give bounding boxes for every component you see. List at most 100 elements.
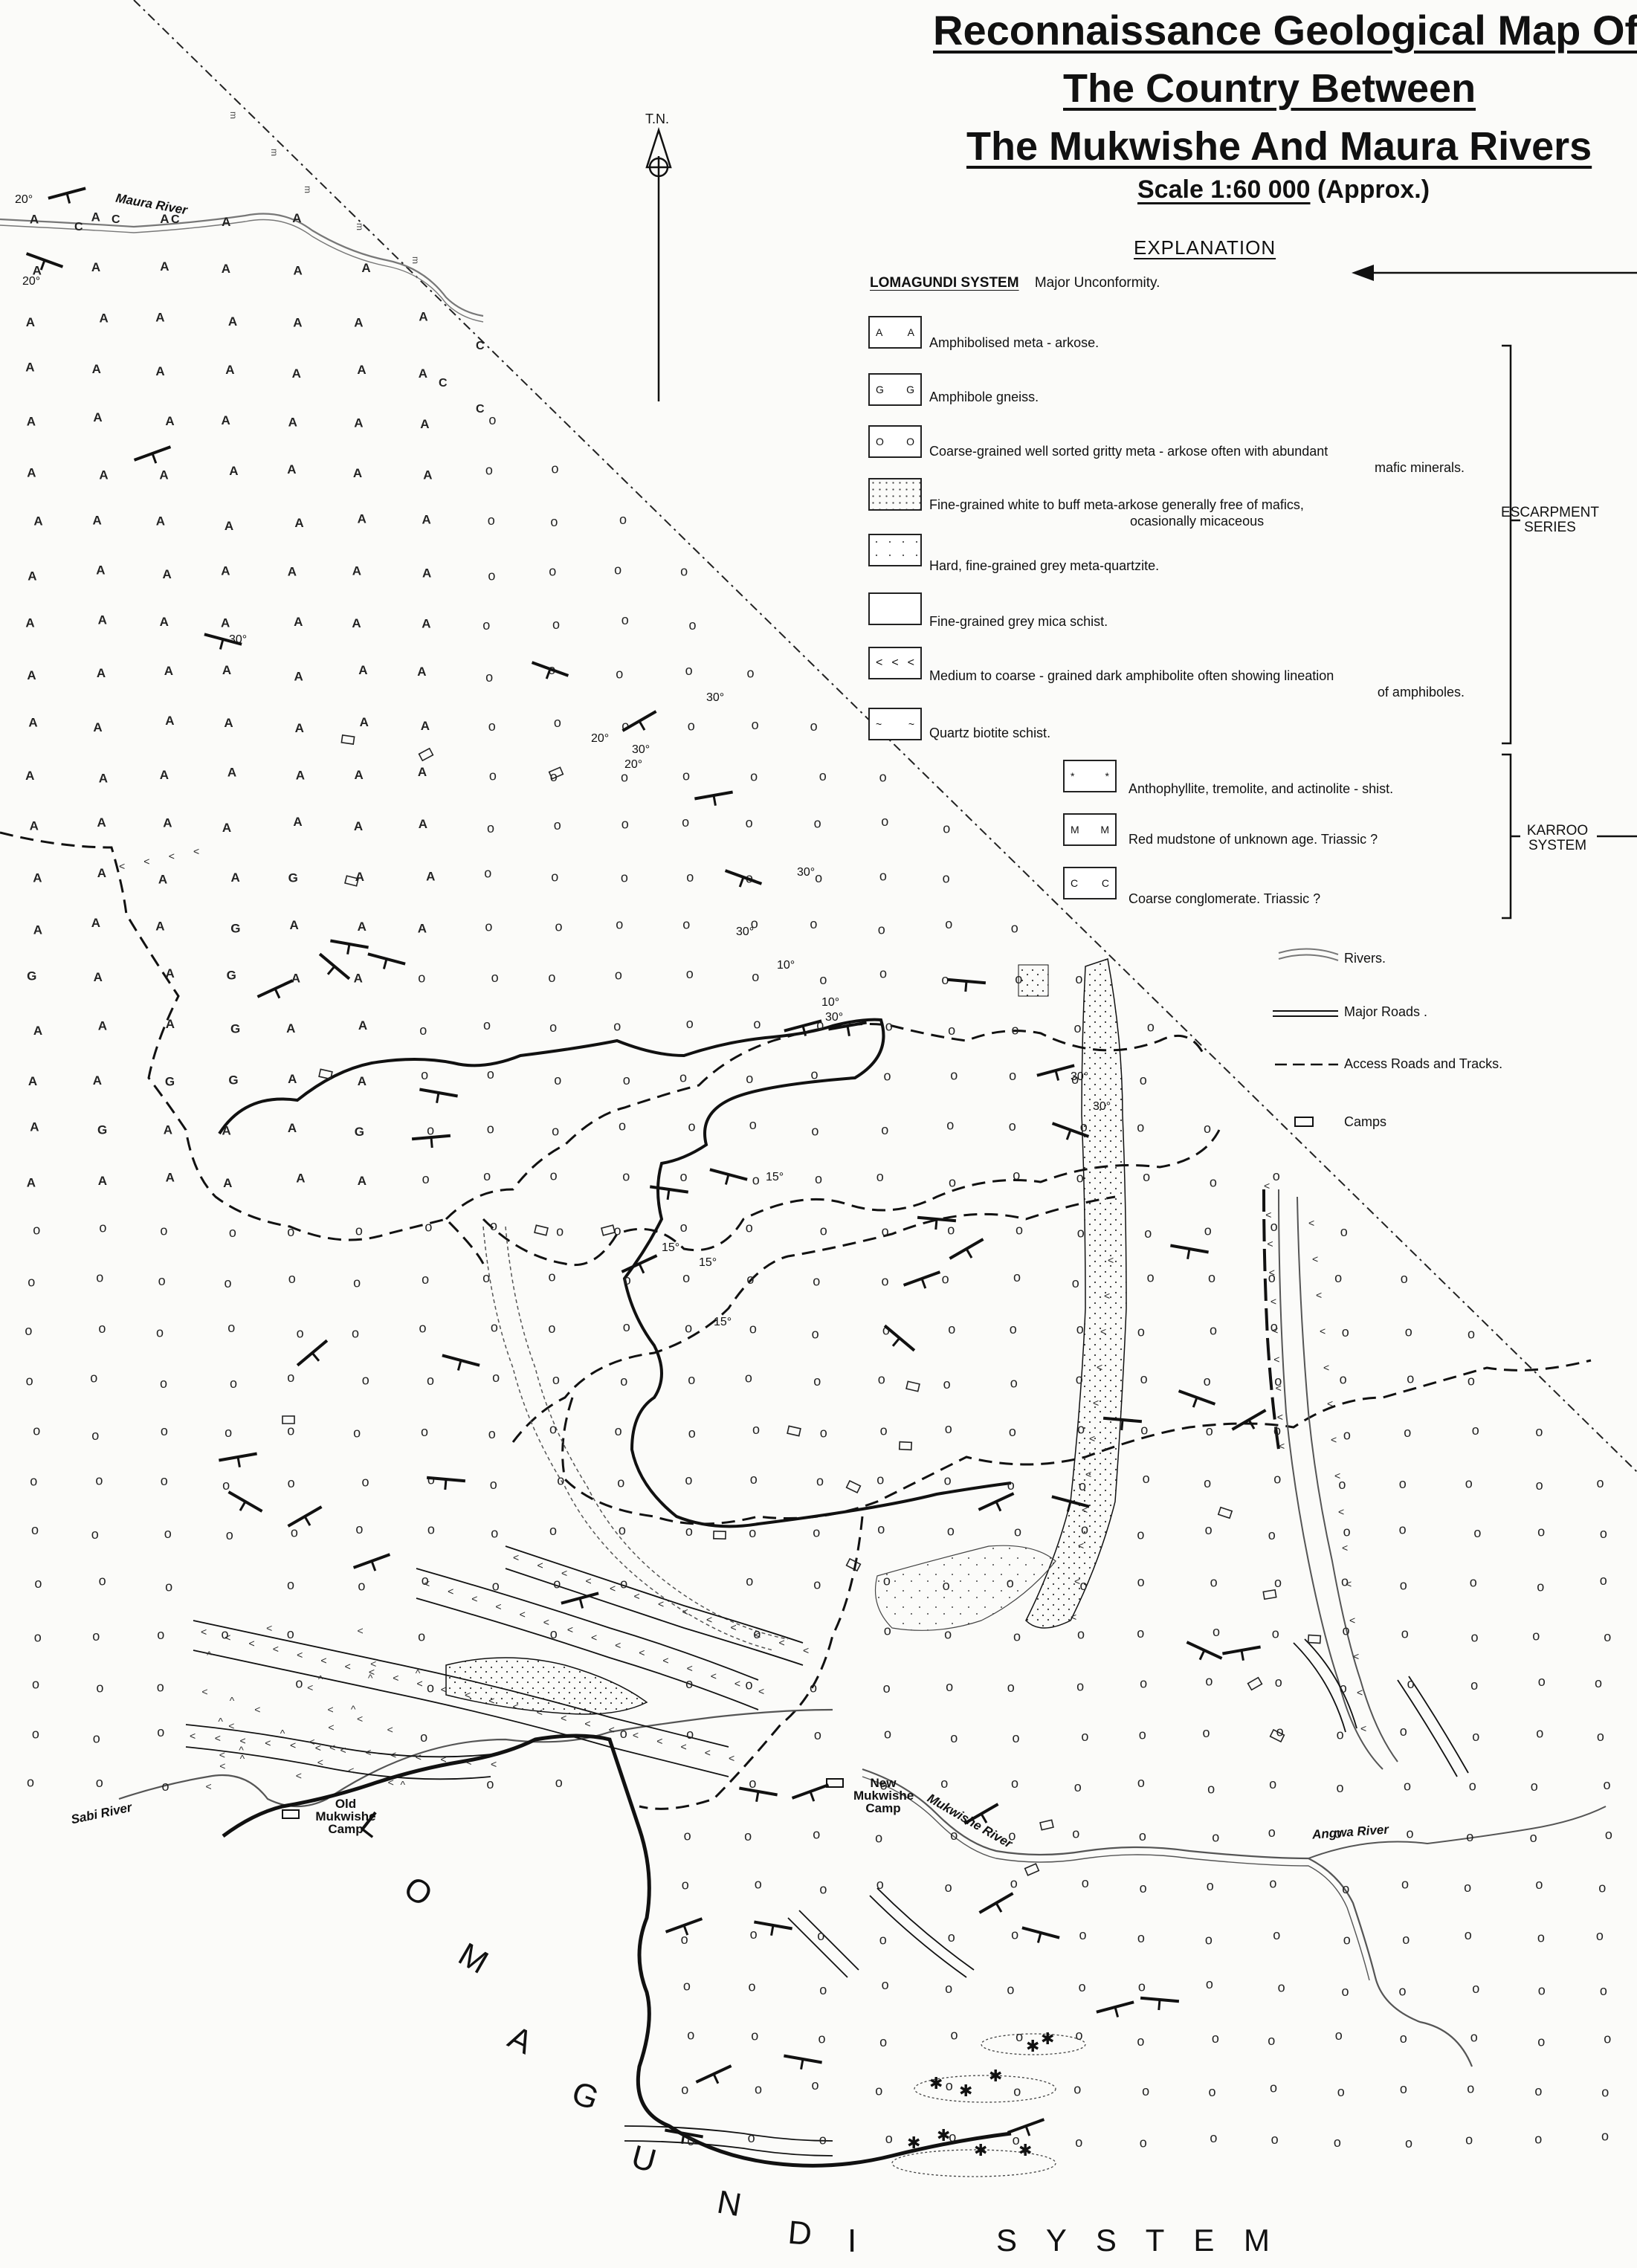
gritty-meta-arkose-symbol: o bbox=[427, 1473, 435, 1487]
gritty-meta-arkose-symbol: o bbox=[92, 1629, 100, 1644]
meta-arkose-symbol: A bbox=[33, 923, 42, 937]
gritty-meta-arkose-symbol: o bbox=[1081, 1729, 1088, 1744]
mudstone-symbol: m bbox=[269, 149, 280, 156]
amphibole-gneiss-symbol: G bbox=[165, 1075, 175, 1089]
strike-dip-symbol bbox=[665, 2128, 703, 2145]
amphibolite-symbol: < bbox=[731, 1621, 737, 1633]
gritty-meta-arkose-symbol: o bbox=[489, 769, 497, 784]
legend-lomagundi-header: LOMAGUNDI SYSTEM Major Unconformity. bbox=[870, 275, 1160, 291]
meta-arkose-symbol: A bbox=[166, 966, 175, 980]
amphibolite-symbol: < bbox=[370, 1658, 376, 1670]
gritty-meta-arkose-symbol: o bbox=[882, 1977, 889, 1992]
meta-arkose-symbol: A bbox=[221, 616, 230, 630]
gritty-meta-arkose-symbol: o bbox=[1137, 1775, 1145, 1790]
gritty-meta-arkose-symbol: o bbox=[549, 1422, 557, 1437]
anthophyllite-symbol: ✱ bbox=[1018, 2142, 1032, 2160]
gritty-meta-arkose-symbol: o bbox=[549, 1269, 556, 1284]
legend-swatch-meta-quartzite bbox=[868, 534, 922, 566]
amphibolite-symbol: < bbox=[201, 1686, 207, 1698]
conglomerate-symbol: C bbox=[476, 403, 485, 416]
amphibolite-symbol: < bbox=[329, 1741, 335, 1753]
gritty-meta-arkose-symbol: o bbox=[1009, 1119, 1016, 1134]
amphibolite-symbol: < bbox=[687, 1662, 693, 1674]
meta-arkose-symbol: A bbox=[354, 971, 363, 985]
anthophyllite-lens-2 bbox=[891, 2149, 1056, 2177]
gritty-meta-arkose-symbol: o bbox=[491, 1320, 498, 1335]
gritty-meta-arkose-symbol: o bbox=[1213, 1624, 1220, 1639]
gritty-meta-arkose-symbol: o bbox=[421, 1424, 428, 1439]
gritty-meta-arkose-symbol: o bbox=[686, 1727, 694, 1742]
amphibolite-symbol: < bbox=[201, 1626, 207, 1638]
strike-dip-symbol bbox=[903, 1270, 941, 1289]
gritty-meta-arkose-symbol: o bbox=[681, 1932, 688, 1947]
gritty-meta-arkose-symbol: o bbox=[1600, 1526, 1607, 1541]
meta-arkose-symbol: A bbox=[358, 1018, 367, 1033]
legend-major-road-symbol bbox=[1273, 1010, 1338, 1017]
strike-dip-symbol bbox=[709, 1168, 748, 1185]
amphibolite-symbol: < bbox=[358, 1624, 364, 1636]
amphibolite-symbol: < bbox=[584, 1718, 590, 1730]
meta-arkose-symbol: A bbox=[158, 872, 167, 886]
meta-arkose-symbol: A bbox=[292, 211, 301, 225]
legend-swatch-mica-schist bbox=[868, 592, 922, 625]
amphibolite-symbol: < bbox=[307, 1681, 313, 1693]
gritty-meta-arkose-symbol: o bbox=[1465, 1476, 1473, 1490]
meta-arkose-lens-sw bbox=[445, 1657, 648, 1715]
gritty-meta-arkose-symbol: o bbox=[1138, 1979, 1146, 1994]
gritty-meta-arkose-symbol: o bbox=[685, 663, 693, 678]
amphibolite-symbol: < bbox=[328, 1722, 334, 1734]
gritty-meta-arkose-symbol: o bbox=[555, 919, 563, 934]
anthophyllite-symbol: ✱ bbox=[959, 2082, 972, 2101]
meta-arkose-symbol: A bbox=[288, 416, 297, 430]
gritty-meta-arkose-symbol: o bbox=[28, 1275, 35, 1290]
lomagundi-unconformity bbox=[218, 1018, 1012, 1528]
gritty-meta-arkose-symbol: o bbox=[947, 1523, 955, 1538]
gritty-meta-arkose-symbol: o bbox=[551, 869, 558, 884]
gritty-meta-arkose-symbol: o bbox=[484, 865, 491, 880]
gritty-meta-arkose-symbol: o bbox=[488, 719, 496, 734]
meta-arkose-symbol: A bbox=[156, 514, 165, 529]
gritty-meta-arkose-symbol: o bbox=[90, 1370, 97, 1385]
gritty-meta-arkose-symbol: o bbox=[950, 1828, 958, 1843]
amphibolite-symbol: < bbox=[328, 1704, 334, 1716]
gritty-meta-arkose-symbol: o bbox=[810, 1680, 817, 1695]
strike-dip-symbol bbox=[784, 1019, 822, 1036]
gritty-meta-arkose-symbol: o bbox=[1605, 1827, 1612, 1842]
amphibolite-symbol: < bbox=[441, 1754, 447, 1765]
gritty-meta-arkose-symbol: o bbox=[1007, 1576, 1014, 1591]
amphibolite-symbol: < bbox=[488, 1695, 494, 1707]
gritty-meta-arkose-symbol: o bbox=[684, 1829, 691, 1844]
gritty-meta-arkose-symbol: o bbox=[482, 618, 490, 633]
gritty-meta-arkose-symbol: o bbox=[876, 1169, 884, 1184]
gritty-meta-arkose-symbol: o bbox=[157, 1627, 164, 1642]
gritty-meta-arkose-symbol: o bbox=[550, 769, 558, 784]
strike-dip-symbol bbox=[1102, 1416, 1143, 1431]
meta-arkose-symbol: A bbox=[354, 416, 363, 430]
meta-arkose-symbol: A bbox=[222, 262, 230, 276]
meta-arkose-symbol: A bbox=[225, 363, 234, 377]
gritty-meta-arkose-symbol: o bbox=[750, 769, 758, 784]
gritty-meta-arkose-symbol: o bbox=[816, 1473, 824, 1488]
gritty-meta-arkose-symbol: o bbox=[287, 1626, 294, 1641]
gritty-meta-arkose-symbol: o bbox=[157, 1725, 164, 1739]
gritty-meta-arkose-symbol: o bbox=[616, 667, 623, 682]
legend-access-roads-label: Access Roads and Tracks. bbox=[1344, 1056, 1503, 1071]
legend-text-quartz-biotite-schist: Quartz biotite schist. bbox=[929, 726, 1051, 740]
gritty-meta-arkose-symbol: o bbox=[1470, 2030, 1478, 2045]
strike-dip-symbol bbox=[367, 952, 406, 969]
amphibolite-symbol: < bbox=[393, 1672, 398, 1684]
gritty-meta-arkose-symbol: o bbox=[812, 2078, 819, 2093]
gritty-meta-arkose-symbol: o bbox=[753, 1017, 761, 1032]
gritty-meta-arkose-symbol: o bbox=[747, 666, 755, 681]
gritty-meta-arkose-symbol: o bbox=[1205, 1674, 1213, 1689]
meta-arkose-symbol: A bbox=[225, 519, 233, 533]
legend-camps-label: Camps bbox=[1344, 1114, 1387, 1129]
gritty-meta-arkose-symbol: o bbox=[91, 1527, 99, 1542]
gritty-meta-arkose-symbol: o bbox=[688, 1426, 696, 1441]
gritty-meta-arkose-symbol: o bbox=[1472, 1423, 1479, 1438]
gritty-meta-arkose-symbol: o bbox=[1072, 1276, 1079, 1290]
eastern-river-2 bbox=[1297, 1196, 1398, 1763]
strike-dip-symbol bbox=[1096, 2000, 1134, 2017]
